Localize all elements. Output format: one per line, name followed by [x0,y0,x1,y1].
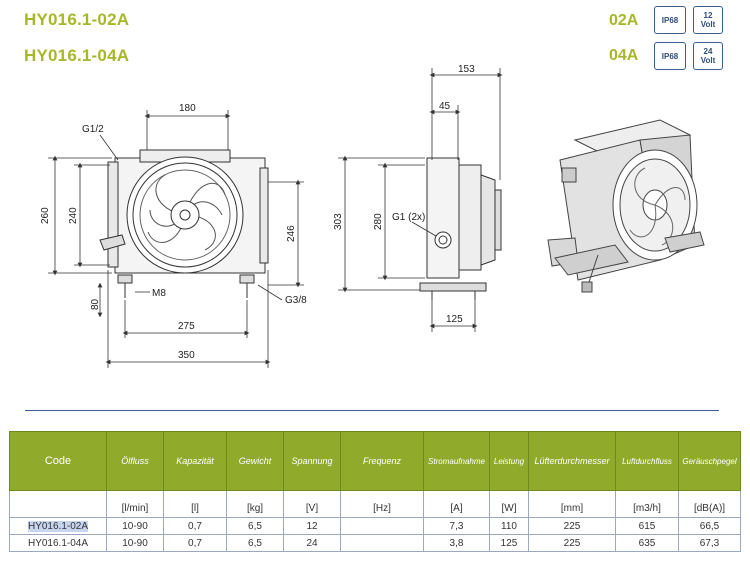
dim-153: 153 [458,64,475,75]
model-title-02a: HY016.1-02A [24,10,130,29]
table-cell: 125 [489,534,529,552]
dim-350: 350 [178,350,195,361]
unit-cell [9,490,107,518]
voltage-badge-02a: 12 Volt [693,6,723,34]
table-cell [340,517,424,535]
label-m8: M8 [152,288,166,299]
technical-drawing: 180 260 240 246 80 275 350 G1/2 M8 G3/8 [40,64,705,368]
col-header: Gewicht [226,431,284,491]
col-header: Frequenz [340,431,424,491]
col-header: Ölfluss [106,431,164,491]
table-cell: 0,7 [163,534,227,552]
table-cell: 6,5 [226,517,284,535]
section-divider [25,410,719,411]
units-row: [l/min] [l] [kg] [V] [Hz] [A] [W] [mm] [… [9,490,741,518]
unit-cell: [mm] [528,490,616,518]
table-header-row: Code Ölfluss Kapazität Gewicht Spannung … [9,431,741,491]
unit-cell: [kg] [226,490,284,518]
table-cell: 225 [528,534,616,552]
variant-code-04a: 04A [609,47,639,64]
table-cell: 24 [283,534,341,552]
dim-240: 240 [68,207,79,224]
unit-cell: [A] [423,490,490,518]
front-dimensions [48,110,304,368]
label-g38: G3/8 [285,295,307,306]
col-header: Kapazität [163,431,227,491]
ip-badge-02a: IP68 [654,6,686,34]
dim-280: 280 [373,213,384,230]
table-cell: 6,5 [226,534,284,552]
dim-303: 303 [333,213,344,230]
dim-246: 246 [286,225,297,242]
col-header: Luftdurchfluss [615,431,679,491]
side-view [419,157,502,300]
unit-cell: [dB(A)] [678,490,741,518]
ip-badge-04a: IP68 [654,42,686,70]
col-header: Code [9,431,107,491]
table-cell: 66,5 [678,517,741,535]
label-g1: G1 (2x) [392,212,425,223]
front-labels: 180 260 240 246 80 275 350 G1/2 M8 G3/8 [40,103,307,361]
front-view [99,149,269,298]
variant-code-02a: 02A [609,12,639,29]
table-row: HY016.1-04A 10-90 0,7 6,5 24 3,8 125 225… [9,534,741,552]
unit-cell: [l] [163,490,227,518]
table-cell: HY016.1-04A [9,534,107,552]
dim-125: 125 [446,314,463,325]
table-cell: 10-90 [106,517,164,535]
table-cell: 0,7 [163,517,227,535]
table-cell: 225 [528,517,616,535]
col-header: Lüfterdurchmesser [528,431,616,491]
table-cell: 7,3 [423,517,490,535]
table-cell: 67,3 [678,534,741,552]
dim-275: 275 [178,321,195,332]
col-header: Spannung [283,431,341,491]
col-header: Stromaufnahme [423,431,490,491]
table-cell: 615 [615,517,679,535]
unit-cell: [Hz] [340,490,424,518]
table-cell: 110 [489,517,529,535]
col-header: Geräuschpegel [678,431,741,491]
dim-45: 45 [439,101,451,112]
model-title-04a: HY016.1-04A [24,46,130,65]
selected-code[interactable]: HY016.1-02A [27,520,89,532]
dim-80: 80 [90,298,101,310]
unit-cell: [V] [283,490,341,518]
dim-260: 260 [40,207,51,224]
unit-cell: [m3/h] [615,490,679,518]
table-cell: 635 [615,534,679,552]
voltage-badge-04a: 24 Volt [693,42,723,70]
dim-180: 180 [179,103,196,114]
table-row: HY016.1-02A 10-90 0,7 6,5 12 7,3 110 225… [9,517,741,535]
side-dimensions [338,68,503,332]
row-code-cell: HY016.1-02A [9,517,107,535]
unit-cell: [W] [489,490,529,518]
unit-cell: [l/min] [106,490,164,518]
label-g12: G1/2 [82,124,104,135]
isometric-view [547,119,705,293]
spec-table: Code Ölfluss Kapazität Gewicht Spannung … [9,431,741,552]
table-cell: 10-90 [106,534,164,552]
col-header: Leistung [489,431,529,491]
table-cell [340,534,424,552]
table-cell: 12 [283,517,341,535]
side-labels: 153 45 303 280 125 G1 (2x) [333,64,475,325]
table-cell: 3,8 [423,534,490,552]
